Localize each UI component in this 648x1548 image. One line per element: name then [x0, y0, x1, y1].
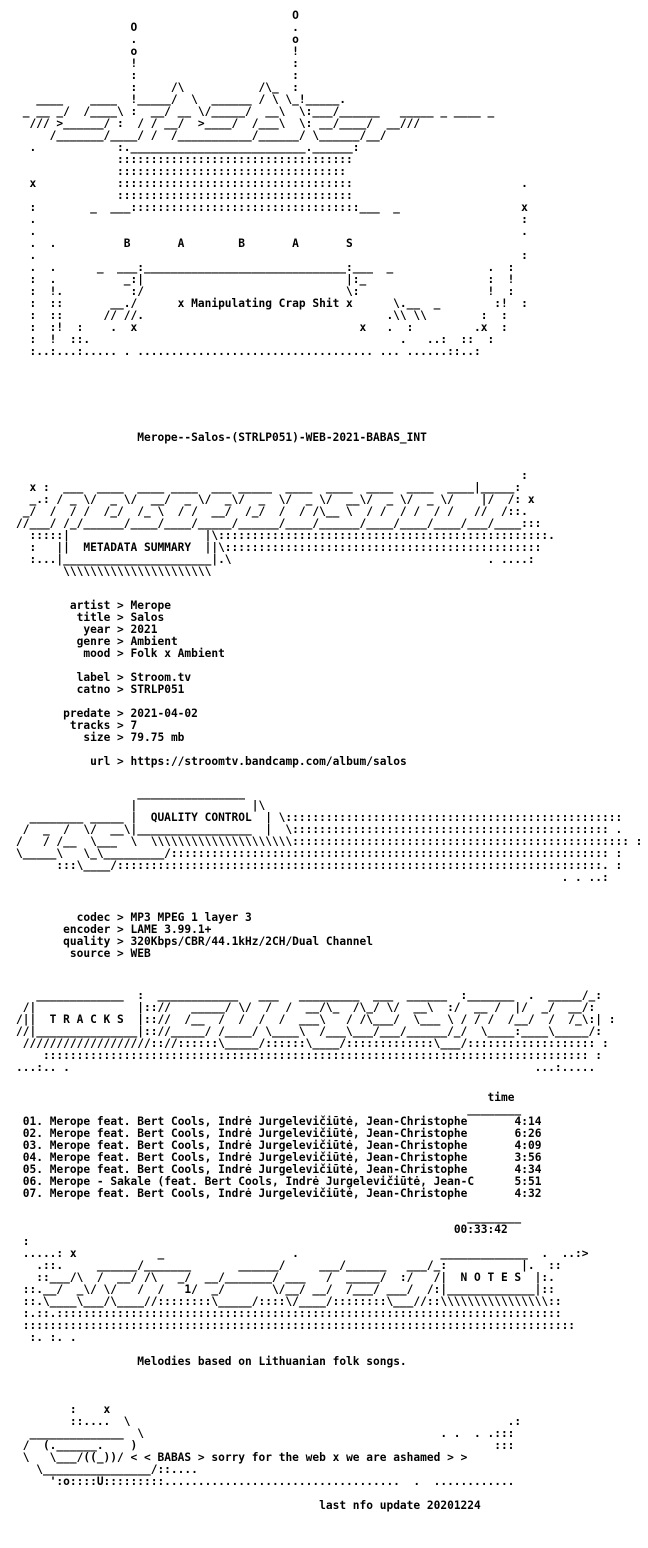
- metadata-key: genre: [76, 635, 111, 648]
- track-no: 03.: [22, 1139, 43, 1152]
- metadata-key: artist: [69, 599, 111, 612]
- quality-row: encoder > LAME 3.99.1+: [63, 923, 212, 936]
- footer-art-head: : x ::.... \ .: ______________ \: [22, 1403, 522, 1464]
- metadata-value: 7: [130, 719, 138, 732]
- track-time: 4:14: [514, 1115, 542, 1128]
- time-column-header: time ________: [467, 1091, 522, 1116]
- babas-logo-art: O O . . o: [22, 9, 528, 358]
- metadata-key: label: [76, 671, 111, 684]
- metadata-list: artist > Merope title > Salos year > 202…: [16, 600, 407, 768]
- track-row: 02. Merope feat. Bert Cools, Indrė Jurge…: [16, 1127, 542, 1140]
- quality-key: source: [69, 947, 111, 960]
- track-title: Merope feat. Bert Cools, Indrė Jurgelevi…: [49, 1139, 468, 1152]
- track-title: Merope - Sakale (feat. Bert Cools, Indrė…: [49, 1175, 475, 1188]
- track-no: 04.: [22, 1151, 43, 1164]
- quality-value: LAME 3.99.1+: [130, 923, 212, 936]
- notes-text: Melodies based on Lithuanian folk songs.: [16, 1355, 407, 1368]
- quality-key: quality: [63, 935, 111, 948]
- notes-line: Melodies based on Lithuanian folk songs.: [137, 1355, 407, 1368]
- metadata-row: tracks > 7: [69, 719, 138, 732]
- footer-message: < BABAS > sorry for the web x we are ash…: [144, 1451, 468, 1464]
- track-row: 07. Merope feat. Bert Cools, Indrė Jurge…: [16, 1187, 542, 1200]
- metadata-key: year: [83, 623, 111, 636]
- track-no: 07.: [22, 1187, 43, 1200]
- track-row: 06. Merope - Sakale (feat. Bert Cools, I…: [16, 1175, 542, 1188]
- track-row: 01. Merope feat. Bert Cools, Indrė Jurge…: [16, 1115, 542, 1128]
- track-title: Merope feat. Bert Cools, Indrė Jurgelevi…: [49, 1115, 468, 1128]
- metadata-row: catno > STRLP051: [76, 683, 185, 696]
- release-name-text: Merope--Salos-(STRLP051)-WEB-2021-BABAS_…: [137, 431, 427, 444]
- track-time: 4:34: [514, 1163, 542, 1176]
- metadata-row: mood > Folk x Ambient: [83, 647, 225, 660]
- metadata-value: Salos: [130, 611, 165, 624]
- footer-art-tail: \________________/::.... ':o::::U:::::::…: [36, 1463, 515, 1488]
- metadata-key: tracks: [69, 719, 111, 732]
- footer-art: : x ::.... \ .: ______________ \: [16, 1403, 541, 1489]
- quality-row: quality > 320Kbps/CBR/44.1kHz/2CH/Dual C…: [63, 935, 374, 948]
- track-no: 06.: [22, 1175, 43, 1188]
- track-title: Merope feat. Bert Cools, Indrė Jurgelevi…: [49, 1163, 468, 1176]
- metadata-value: STRLP051: [130, 683, 185, 696]
- quality-row: source > WEB: [69, 947, 151, 960]
- last-update: last nfo update 20201224: [16, 1500, 481, 1512]
- metadata-value: 2021: [130, 623, 158, 636]
- track-row: 03. Merope feat. Bert Cools, Indrė Jurge…: [16, 1139, 542, 1152]
- track-time: 4:09: [514, 1139, 542, 1152]
- track-time: 5:51: [514, 1175, 542, 1188]
- metadata-key: title: [76, 611, 111, 624]
- quality-row: codec > MP3 MPEG 1 layer 3: [76, 911, 252, 924]
- track-row: 05. Merope feat. Bert Cools, Indrė Jurge…: [16, 1163, 542, 1176]
- total-time-value: 00:33:42: [453, 1223, 508, 1236]
- track-row: 04. Merope feat. Bert Cools, Indrė Jurge…: [16, 1151, 542, 1164]
- track-title: Merope feat. Bert Cools, Indrė Jurgelevi…: [49, 1151, 468, 1164]
- metadata-value: 2021-04-02: [130, 707, 198, 720]
- time-label: time: [487, 1091, 515, 1104]
- quality-header-art: ________________ | |\ ________ _____ | Q…: [16, 787, 643, 884]
- metadata-row: genre > Ambient: [76, 635, 178, 648]
- track-title: Merope feat. Bert Cools, Indrė Jurgelevi…: [49, 1187, 468, 1200]
- quality-value: MP3 MPEG 1 layer 3: [130, 911, 252, 924]
- metadata-value: Stroom.tv: [130, 671, 192, 684]
- metadata-key: url: [90, 755, 111, 768]
- quality-value: WEB: [130, 947, 151, 960]
- metadata-key: size: [83, 731, 111, 744]
- metadata-value: Merope: [130, 599, 171, 612]
- metadata-value: Folk x Ambient: [130, 647, 225, 660]
- quality-key: encoder: [63, 923, 111, 936]
- quality-value: 320Kbps/CBR/44.1kHz/2CH/Dual Channel: [130, 935, 374, 948]
- metadata-row: year > 2021: [83, 623, 158, 636]
- metadata-row: title > Salos: [76, 611, 165, 624]
- quality-key: codec: [76, 911, 111, 924]
- metadata-row: predate > 2021-04-02: [63, 707, 198, 720]
- tracks-header-art: _____________ : ____________ ___ _______…: [16, 989, 616, 1074]
- metadata-row: label > Stroom.tv: [76, 671, 192, 684]
- metadata-row: url > https://stroomtv.bandcamp.com/albu…: [90, 755, 407, 768]
- track-no: 02.: [22, 1127, 43, 1140]
- track-no: 05.: [22, 1163, 43, 1176]
- metadata-header-art: : x : ___ ____ ____ ____ ___ _____ ____ …: [16, 469, 555, 578]
- metadata-value: https://stroomtv.bandcamp.com/album/salo…: [130, 755, 407, 768]
- track-title: Merope feat. Bert Cools, Indrė Jurgelevi…: [49, 1127, 468, 1140]
- metadata-key: mood: [83, 647, 111, 660]
- metadata-row: artist > Merope: [69, 599, 171, 612]
- release-name: Merope--Salos-(STRLP051)-WEB-2021-BABAS_…: [16, 432, 427, 444]
- metadata-value: 79.75 mb: [130, 731, 185, 744]
- track-time: 3:56: [514, 1151, 542, 1164]
- metadata-key: catno: [76, 683, 111, 696]
- metadata-key: predate: [63, 707, 111, 720]
- total-time: ________ 00:33:42: [453, 1211, 522, 1236]
- track-list: 01. Merope feat. Bert Cools, Indrė Jurge…: [16, 1115, 542, 1200]
- quality-list: codec > MP3 MPEG 1 layer 3 encoder > LAM…: [16, 912, 373, 960]
- track-time: 4:32: [514, 1187, 542, 1200]
- track-no: 01.: [22, 1115, 43, 1128]
- metadata-value: Ambient: [130, 635, 178, 648]
- metadata-row: size > 79.75 mb: [83, 731, 185, 744]
- last-update-text: last nfo update 20201224: [319, 1499, 481, 1512]
- notes-header-art: : .....: x _ . _____________ . ..:> .::.…: [22, 1235, 589, 1344]
- track-time: 6:26: [514, 1127, 542, 1140]
